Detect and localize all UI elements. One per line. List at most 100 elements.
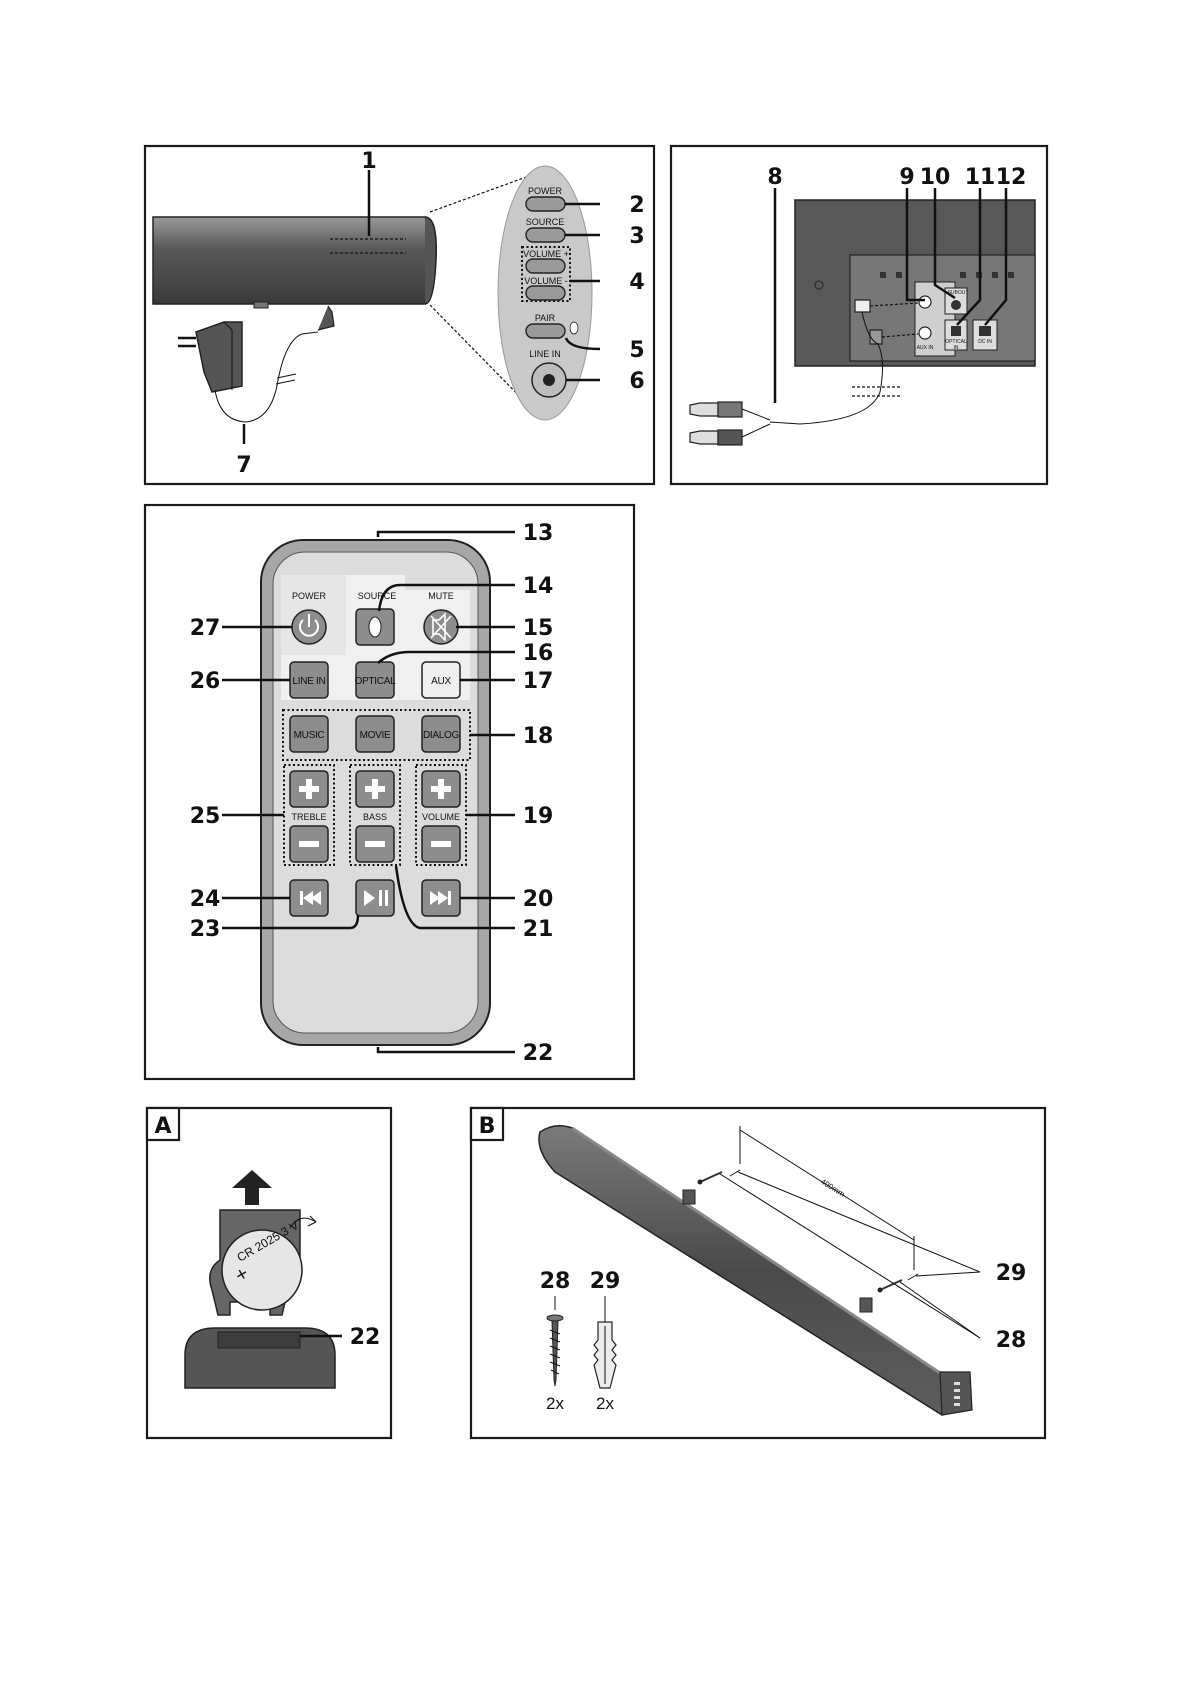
pair-button[interactable]	[526, 324, 565, 338]
dc-in-label: DC IN	[978, 339, 992, 345]
rca-plug-red	[870, 330, 882, 344]
part-29-qty: 2x	[596, 1394, 614, 1413]
callout-8: 8	[767, 165, 782, 190]
part-28-qty: 2x	[546, 1394, 564, 1413]
bass-label: BASS	[363, 812, 387, 822]
aux-button-label: AUX	[431, 676, 451, 687]
line-in-button-label: LINE IN	[293, 676, 326, 687]
callout-29-right: 29	[996, 1261, 1027, 1286]
bracket-slot-1	[683, 1190, 695, 1204]
battery-tag: A	[154, 1114, 171, 1139]
dowel-top	[730, 1170, 740, 1176]
dowel-icon-part	[594, 1322, 616, 1388]
callout-6: 6	[629, 369, 644, 394]
distance-label: 400mm	[819, 1177, 847, 1199]
screw-top-head	[698, 1180, 703, 1185]
music-button-label: MUSIC	[294, 730, 325, 741]
bluetooth-icon-remote	[369, 617, 381, 637]
volume-minus-button[interactable]	[526, 286, 565, 300]
rca-plug-white	[855, 300, 870, 312]
part-29-number: 29	[590, 1269, 621, 1294]
leader-29-bottom	[916, 1272, 980, 1276]
leader-29-top	[738, 1172, 980, 1272]
dialog-button-label: DIALOG	[423, 730, 460, 741]
power-label: POWER	[528, 186, 563, 196]
screw-top	[700, 1172, 722, 1182]
callout-19: 19	[523, 804, 554, 829]
callout-24: 24	[190, 887, 221, 912]
screw-icon-part	[547, 1315, 563, 1386]
callout-21: 21	[523, 917, 554, 942]
subout-jack-hole	[951, 300, 961, 310]
soundbar-foot	[254, 302, 268, 308]
volume-minus-label: VOLUME -	[524, 276, 568, 286]
mute-label: MUTE	[428, 591, 454, 601]
power-button[interactable]	[526, 197, 565, 211]
line-in-jack-hole	[543, 374, 555, 386]
part-28-number: 28	[540, 1269, 571, 1294]
callout-25: 25	[190, 804, 221, 829]
soundbar-body	[153, 217, 431, 304]
up-arrow-icon	[232, 1170, 272, 1205]
mount-tag: B	[479, 1114, 496, 1139]
volume-plus-label: VOLUME +	[523, 249, 569, 259]
mount-panel: B 400mm 29 28 28 29	[471, 1108, 1045, 1438]
callout-12: 12	[996, 165, 1027, 190]
dc-plug	[318, 306, 334, 330]
soundbar-highlight	[572, 1128, 958, 1385]
treble-label: TREBLE	[291, 812, 326, 822]
callout-9: 9	[899, 165, 914, 190]
line-in-label: LINE IN	[529, 349, 561, 359]
screw-bottom-head	[878, 1288, 883, 1293]
callout-20: 20	[523, 887, 554, 912]
soundbar-panel: POWER SOURCE VOLUME + VOLUME - PAIR LINE…	[145, 146, 654, 484]
callout-7: 7	[236, 453, 251, 478]
callout-27: 27	[190, 616, 221, 641]
battery-panel: A CR 2025 3 V + 22	[147, 1108, 391, 1438]
optical-button-label: OPTICAL	[355, 676, 396, 687]
source-button[interactable]	[526, 228, 565, 242]
aux-in-label: AUX IN	[917, 345, 934, 351]
power-label-remote: POWER	[292, 591, 327, 601]
rca-plug-ends	[690, 402, 770, 445]
optical-jack-hole	[951, 326, 961, 336]
callout-18: 18	[523, 724, 554, 749]
callout-14: 14	[523, 574, 554, 599]
volume-plus-button[interactable]	[526, 259, 565, 273]
callout-16: 16	[523, 641, 554, 666]
remote-panel: POWER SOURCE MUTE LINE IN OPTICAL AUX MU…	[145, 505, 634, 1079]
callout-26: 26	[190, 669, 221, 694]
callout-line-22	[378, 1047, 515, 1052]
callout-22: 22	[523, 1041, 554, 1066]
power-adapter	[178, 306, 334, 422]
callout-1: 1	[361, 149, 376, 174]
callout-3: 3	[629, 224, 644, 249]
aux-in-right-jack[interactable]	[919, 327, 931, 339]
bluetooth-icon	[570, 322, 578, 334]
dc-in-jack-hole	[979, 326, 991, 336]
optical-in-label: IN	[954, 345, 959, 351]
callout-2: 2	[629, 193, 644, 218]
leader-28-bottom	[900, 1282, 980, 1338]
volume-label-remote: VOLUME	[422, 812, 460, 822]
callout-23: 23	[190, 917, 221, 942]
callout-10: 10	[920, 165, 951, 190]
soundbar-end	[940, 1372, 972, 1415]
pair-label: PAIR	[535, 313, 556, 323]
callout-13: 13	[523, 521, 554, 546]
aux-in-left-jack[interactable]	[919, 296, 931, 308]
callout-17: 17	[523, 669, 554, 694]
bracket-slot-2	[860, 1298, 872, 1312]
soundbar-end-cap	[425, 217, 436, 304]
callout-22-a: 22	[350, 1325, 381, 1350]
source-label-remote: SOURCE	[358, 591, 397, 601]
callout-15: 15	[523, 616, 554, 641]
movie-button-label: MOVIE	[360, 730, 391, 741]
rear-panel: SUBOUT AUX IN OPTICAL IN DC IN 8 9 10 11	[671, 146, 1047, 484]
latch-arrow-head	[308, 1216, 316, 1226]
callout-28-right: 28	[996, 1328, 1027, 1353]
callout-line-13	[378, 532, 515, 537]
battery-compartment-slot	[218, 1332, 300, 1348]
source-label: SOURCE	[526, 217, 565, 227]
